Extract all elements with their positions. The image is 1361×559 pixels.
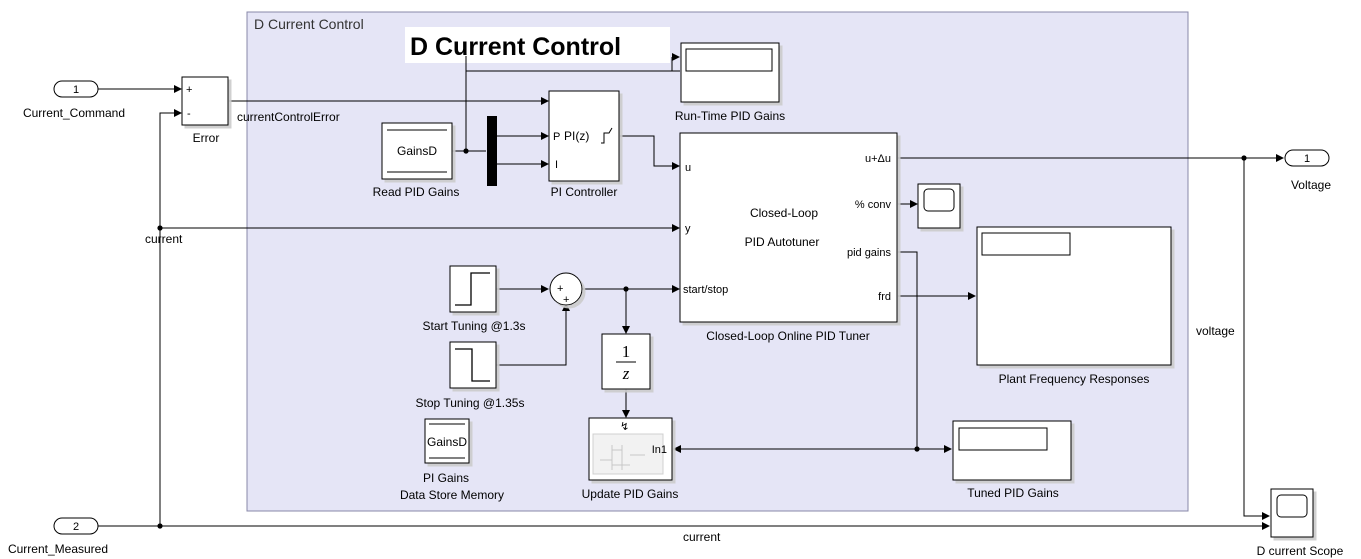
start-tuning-step-block[interactable]: Start Tuning @1.3s (423, 265, 526, 333)
tuned-pid-gains-display[interactable]: Tuned PID Gains (952, 420, 1072, 500)
svg-text:y: y (685, 223, 691, 235)
subsystem-preview-icon (600, 445, 645, 470)
svg-text:-: - (187, 108, 191, 120)
signal-label-error: currentControlError (237, 110, 340, 124)
signal-lines (98, 53, 1284, 530)
pi-controller-block[interactable]: P I PI(z) PI Controller (548, 90, 620, 199)
read-pid-gains-block[interactable]: GainsD Read PID Gains (373, 122, 460, 199)
block-label: Data Store Memory (400, 488, 504, 502)
stop-tuning-step-block[interactable]: Stop Tuning @1.35s (416, 341, 525, 410)
svg-text:In1: In1 (652, 444, 667, 456)
svg-text:pid gains: pid gains (847, 247, 892, 259)
conv-scope-block[interactable] (917, 183, 961, 229)
svg-text:Closed-Loop: Closed-Loop (750, 206, 818, 220)
step-down-icon (455, 348, 490, 382)
subsystem-title: D Current Control (410, 33, 621, 61)
svg-text:u: u (685, 162, 691, 174)
block-label: Start Tuning @1.3s (423, 319, 526, 333)
svg-text:2: 2 (73, 521, 79, 533)
block-label: Plant Frequency Responses (999, 372, 1150, 386)
svg-text:u+Δu: u+Δu (865, 153, 891, 165)
step-up-icon (455, 272, 490, 306)
block-label: Error (193, 131, 220, 145)
svg-text:P: P (553, 131, 560, 143)
signal-label-current-bottom: current (683, 530, 721, 544)
svg-text:1: 1 (622, 342, 631, 361)
block-label: Stop Tuning @1.35s (416, 396, 525, 410)
inport-label: Current_Command (23, 106, 125, 120)
block-label: Update PID Gains (582, 487, 679, 501)
subsystem-name: D Current Control (254, 16, 364, 32)
svg-text:% conv: % conv (855, 199, 892, 211)
data-store-memory-block[interactable]: GainsD PI Gains Data Store Memory (400, 418, 504, 502)
svg-text:+: + (186, 84, 192, 96)
svg-text:1: 1 (73, 84, 79, 96)
block-label: PI Controller (551, 185, 618, 199)
runtime-pid-gains-display[interactable]: Run-Time PID Gains (675, 42, 785, 123)
d-current-scope-block[interactable]: D current Scope (1257, 488, 1344, 558)
trigger-icon: ↯ (620, 421, 629, 433)
svg-text:GainsD: GainsD (397, 144, 437, 158)
update-pid-gains-block[interactable]: ↯ In1 Update PID Gains (582, 417, 679, 501)
block-label: PI Gains (423, 471, 469, 485)
plus-sign: + (557, 283, 563, 295)
svg-text:PI(z): PI(z) (564, 129, 589, 143)
plant-frequency-responses-display[interactable]: Plant Frequency Responses (976, 226, 1172, 386)
plus-sign: + (563, 294, 569, 306)
inport-current-command[interactable]: 1 Current_Command (23, 80, 125, 120)
block-label: D current Scope (1257, 544, 1344, 558)
mux-bar[interactable] (487, 116, 497, 186)
signal-label-current-top: current (145, 232, 183, 246)
outport-voltage[interactable]: 1 Voltage (1284, 149, 1331, 192)
svg-text:frd: frd (878, 291, 891, 303)
autotuner-block[interactable]: u y start/stop u+Δu % conv pid gains frd… (679, 132, 898, 343)
svg-text:1: 1 (1304, 153, 1310, 165)
block-label: Closed-Loop Online PID Tuner (706, 329, 869, 343)
svg-text:start/stop: start/stop (683, 284, 728, 296)
unit-delay-block[interactable]: 1 z (601, 333, 651, 390)
tuning-sum-block[interactable]: + + (549, 272, 583, 306)
signal-label-voltage: voltage (1196, 324, 1235, 338)
saturation-icon (601, 127, 613, 144)
block-label: Read PID Gains (373, 185, 460, 199)
svg-text:PID Autotuner: PID Autotuner (745, 235, 820, 249)
block-label: Tuned PID Gains (967, 486, 1059, 500)
junction-dots (157, 148, 1247, 529)
svg-text:z: z (622, 364, 630, 383)
inport-label: Current_Measured (8, 542, 108, 556)
svg-text:I: I (555, 159, 558, 171)
outport-label: Voltage (1291, 178, 1331, 192)
block-label: Run-Time PID Gains (675, 109, 785, 123)
inport-current-measured[interactable]: 2 Current_Measured (8, 517, 108, 556)
svg-text:GainsD: GainsD (427, 435, 467, 449)
error-sum-block[interactable]: + - Error (181, 76, 229, 145)
